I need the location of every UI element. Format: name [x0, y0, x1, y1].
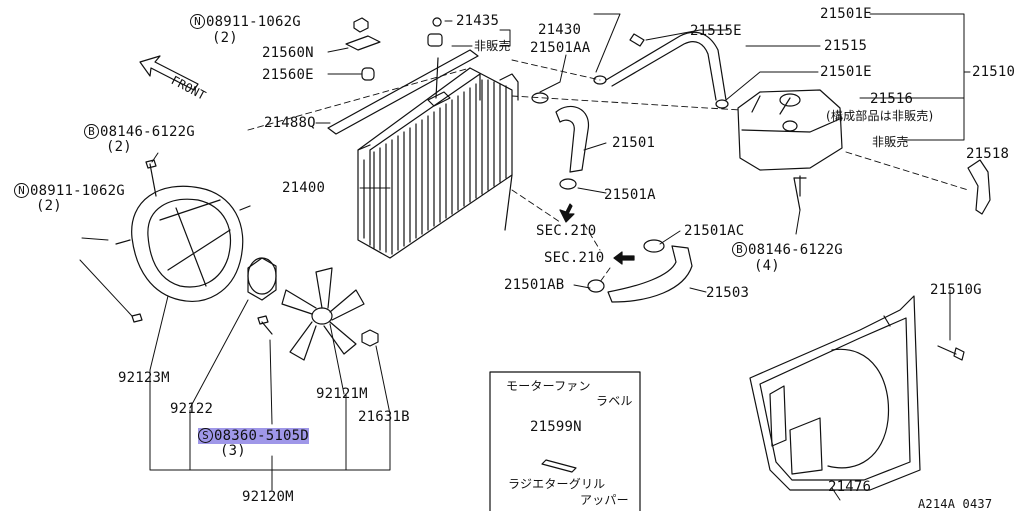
qty-08911-left: (2) — [36, 198, 62, 214]
part-label-21503: 21503 — [706, 285, 750, 301]
part-label-21501A: 21501A — [604, 187, 656, 203]
part-label-21501E-mid: 21501E — [820, 64, 872, 80]
part-label-21400: 21400 — [282, 180, 326, 196]
part-label-21501: 21501 — [612, 135, 656, 151]
label-box — [489, 371, 641, 511]
reservoir-tank — [737, 89, 843, 197]
part-label-21518: 21518 — [966, 146, 1010, 162]
part-label-21516: 21516 — [870, 91, 914, 107]
label-text: ラベル — [596, 394, 633, 408]
motor-fan-text: モーターファン — [506, 379, 591, 393]
qty-08911-top: (2) — [212, 30, 238, 46]
qty-08360: (3) — [220, 443, 246, 459]
part-label-21501AC: 21501AC — [684, 223, 745, 239]
part-label-92122: 92122 — [170, 401, 214, 417]
fan-motor — [247, 257, 277, 301]
qty-08146-right: (4) — [754, 258, 780, 274]
seal-strip — [327, 49, 479, 135]
part-label-92121M: 92121M — [316, 386, 368, 402]
part-label-21430: 21430 — [538, 22, 582, 38]
part-label-21510G: 21510G — [930, 282, 982, 298]
down-arrow-icon — [559, 203, 575, 223]
radiator-shroud — [749, 295, 921, 491]
part-label-92123M: 92123M — [118, 370, 170, 386]
part-label-21476: 21476 — [828, 479, 872, 495]
radiator-core — [357, 57, 519, 259]
fan-nut — [361, 329, 379, 347]
front-arrow-icon — [139, 55, 199, 91]
fan-shroud — [115, 185, 251, 302]
section-ref-b[interactable]: SEC.210 — [544, 250, 605, 266]
part-label-92120M: 92120M — [242, 489, 294, 505]
label-tag — [541, 459, 577, 473]
qty-08146-left: (2) — [106, 139, 132, 155]
part-label-21560E: 21560E — [262, 67, 314, 83]
part-label-21515E: 21515E — [690, 23, 742, 39]
bolts — [131, 159, 965, 361]
radiator-grille-text: ラジエターグリル — [508, 477, 606, 491]
part-label-21501AA: 21501AA — [530, 40, 591, 56]
part-label-21501AB: 21501AB — [504, 277, 565, 293]
section-ref-a[interactable]: SEC.210 — [536, 223, 597, 239]
cap-and-clips — [345, 17, 443, 81]
part-label-21488Q: 21488Q — [264, 115, 316, 131]
upper-text: アッパー — [580, 493, 629, 507]
not-sold-note-top: 非販売 — [474, 39, 511, 53]
part-label-21599N: 21599N — [530, 419, 582, 435]
part-label-21631B: 21631B — [358, 409, 410, 425]
leader-lines — [79, 13, 971, 501]
part-label-21435: 21435 — [456, 13, 500, 29]
components-not-sold-note: (構成部品は非販売) — [826, 109, 934, 123]
fan-blades — [281, 267, 365, 361]
part-label-21560N: 21560N — [262, 45, 314, 61]
upper-hose — [531, 92, 590, 190]
part-label-21510: 21510 — [972, 64, 1016, 80]
overflow-hose — [593, 31, 729, 109]
phantom-lines — [247, 59, 969, 283]
part-label-21501E-top: 21501E — [820, 6, 872, 22]
part-label-21515: 21515 — [824, 38, 868, 54]
bracket — [967, 159, 991, 215]
diagram-ref-code: A214A 0437 — [918, 497, 993, 511]
left-arrow-icon — [613, 251, 635, 265]
lower-hose — [587, 239, 693, 303]
not-sold-note-mid: 非販売 — [872, 135, 909, 149]
